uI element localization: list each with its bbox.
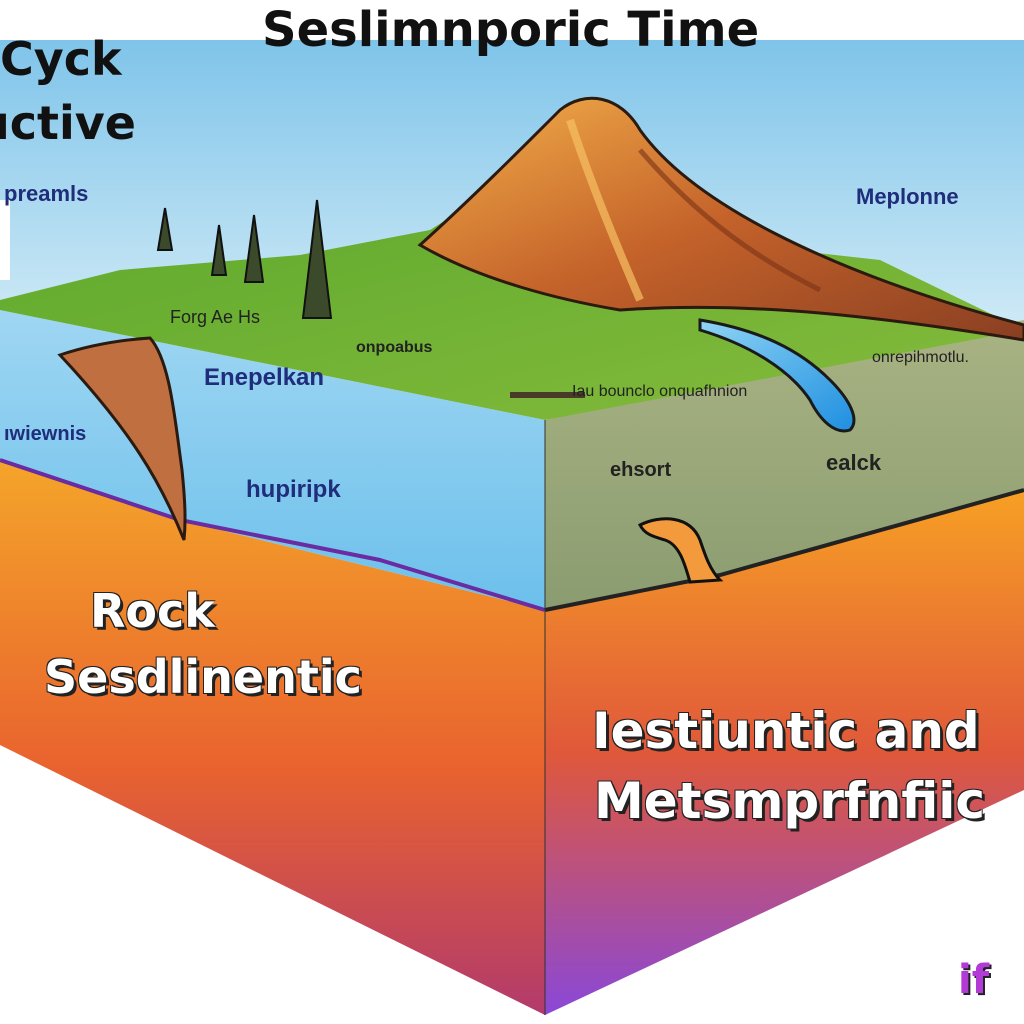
- label-top-left: preamls: [4, 181, 89, 206]
- mantle-left-face: [0, 460, 545, 1015]
- crust-right-boundary: [544, 488, 1024, 612]
- crust-left-boundary: [0, 458, 546, 612]
- corner-mark: if: [958, 957, 990, 1003]
- label-right-top: onrepihmotlu.: [872, 349, 969, 366]
- volcano-icon: [417, 96, 1024, 342]
- label-front-edge: Iau bounclo onquafhnion: [572, 383, 748, 400]
- tree-icon: [156, 199, 333, 319]
- corner-title-line2: ıctive: [0, 96, 136, 150]
- bottom-right-line1: Iestiuntic and: [592, 702, 980, 760]
- river-channel: [698, 318, 856, 433]
- label-left-edge: ıwiewnis: [4, 423, 87, 445]
- bottom-left-line1: Rock: [90, 584, 215, 638]
- corner-title-line1: Cyck: [0, 32, 122, 86]
- label-left-block-2: hupiripk: [246, 476, 341, 503]
- label-mountain: Meplonne: [856, 184, 959, 209]
- label-trees: Forg Ae Hs: [170, 307, 261, 327]
- mantle-right-face: [545, 490, 1024, 1015]
- label-right-1: ehsort: [610, 459, 672, 481]
- diagram-title: Seslimnporic Time: [262, 2, 760, 58]
- label-surface: onpoabus: [356, 339, 433, 356]
- fault-wedge: [57, 336, 187, 541]
- label-right-2: ealck: [826, 450, 882, 475]
- rock-ledge: [510, 392, 585, 398]
- bottom-left-line2: Sesdlinentic: [44, 650, 362, 704]
- label-left-block-1: Enepelkan: [204, 364, 325, 391]
- magma-chamber-icon: [637, 517, 724, 584]
- bottom-right-line2: Metsmprfnfiic: [594, 772, 986, 830]
